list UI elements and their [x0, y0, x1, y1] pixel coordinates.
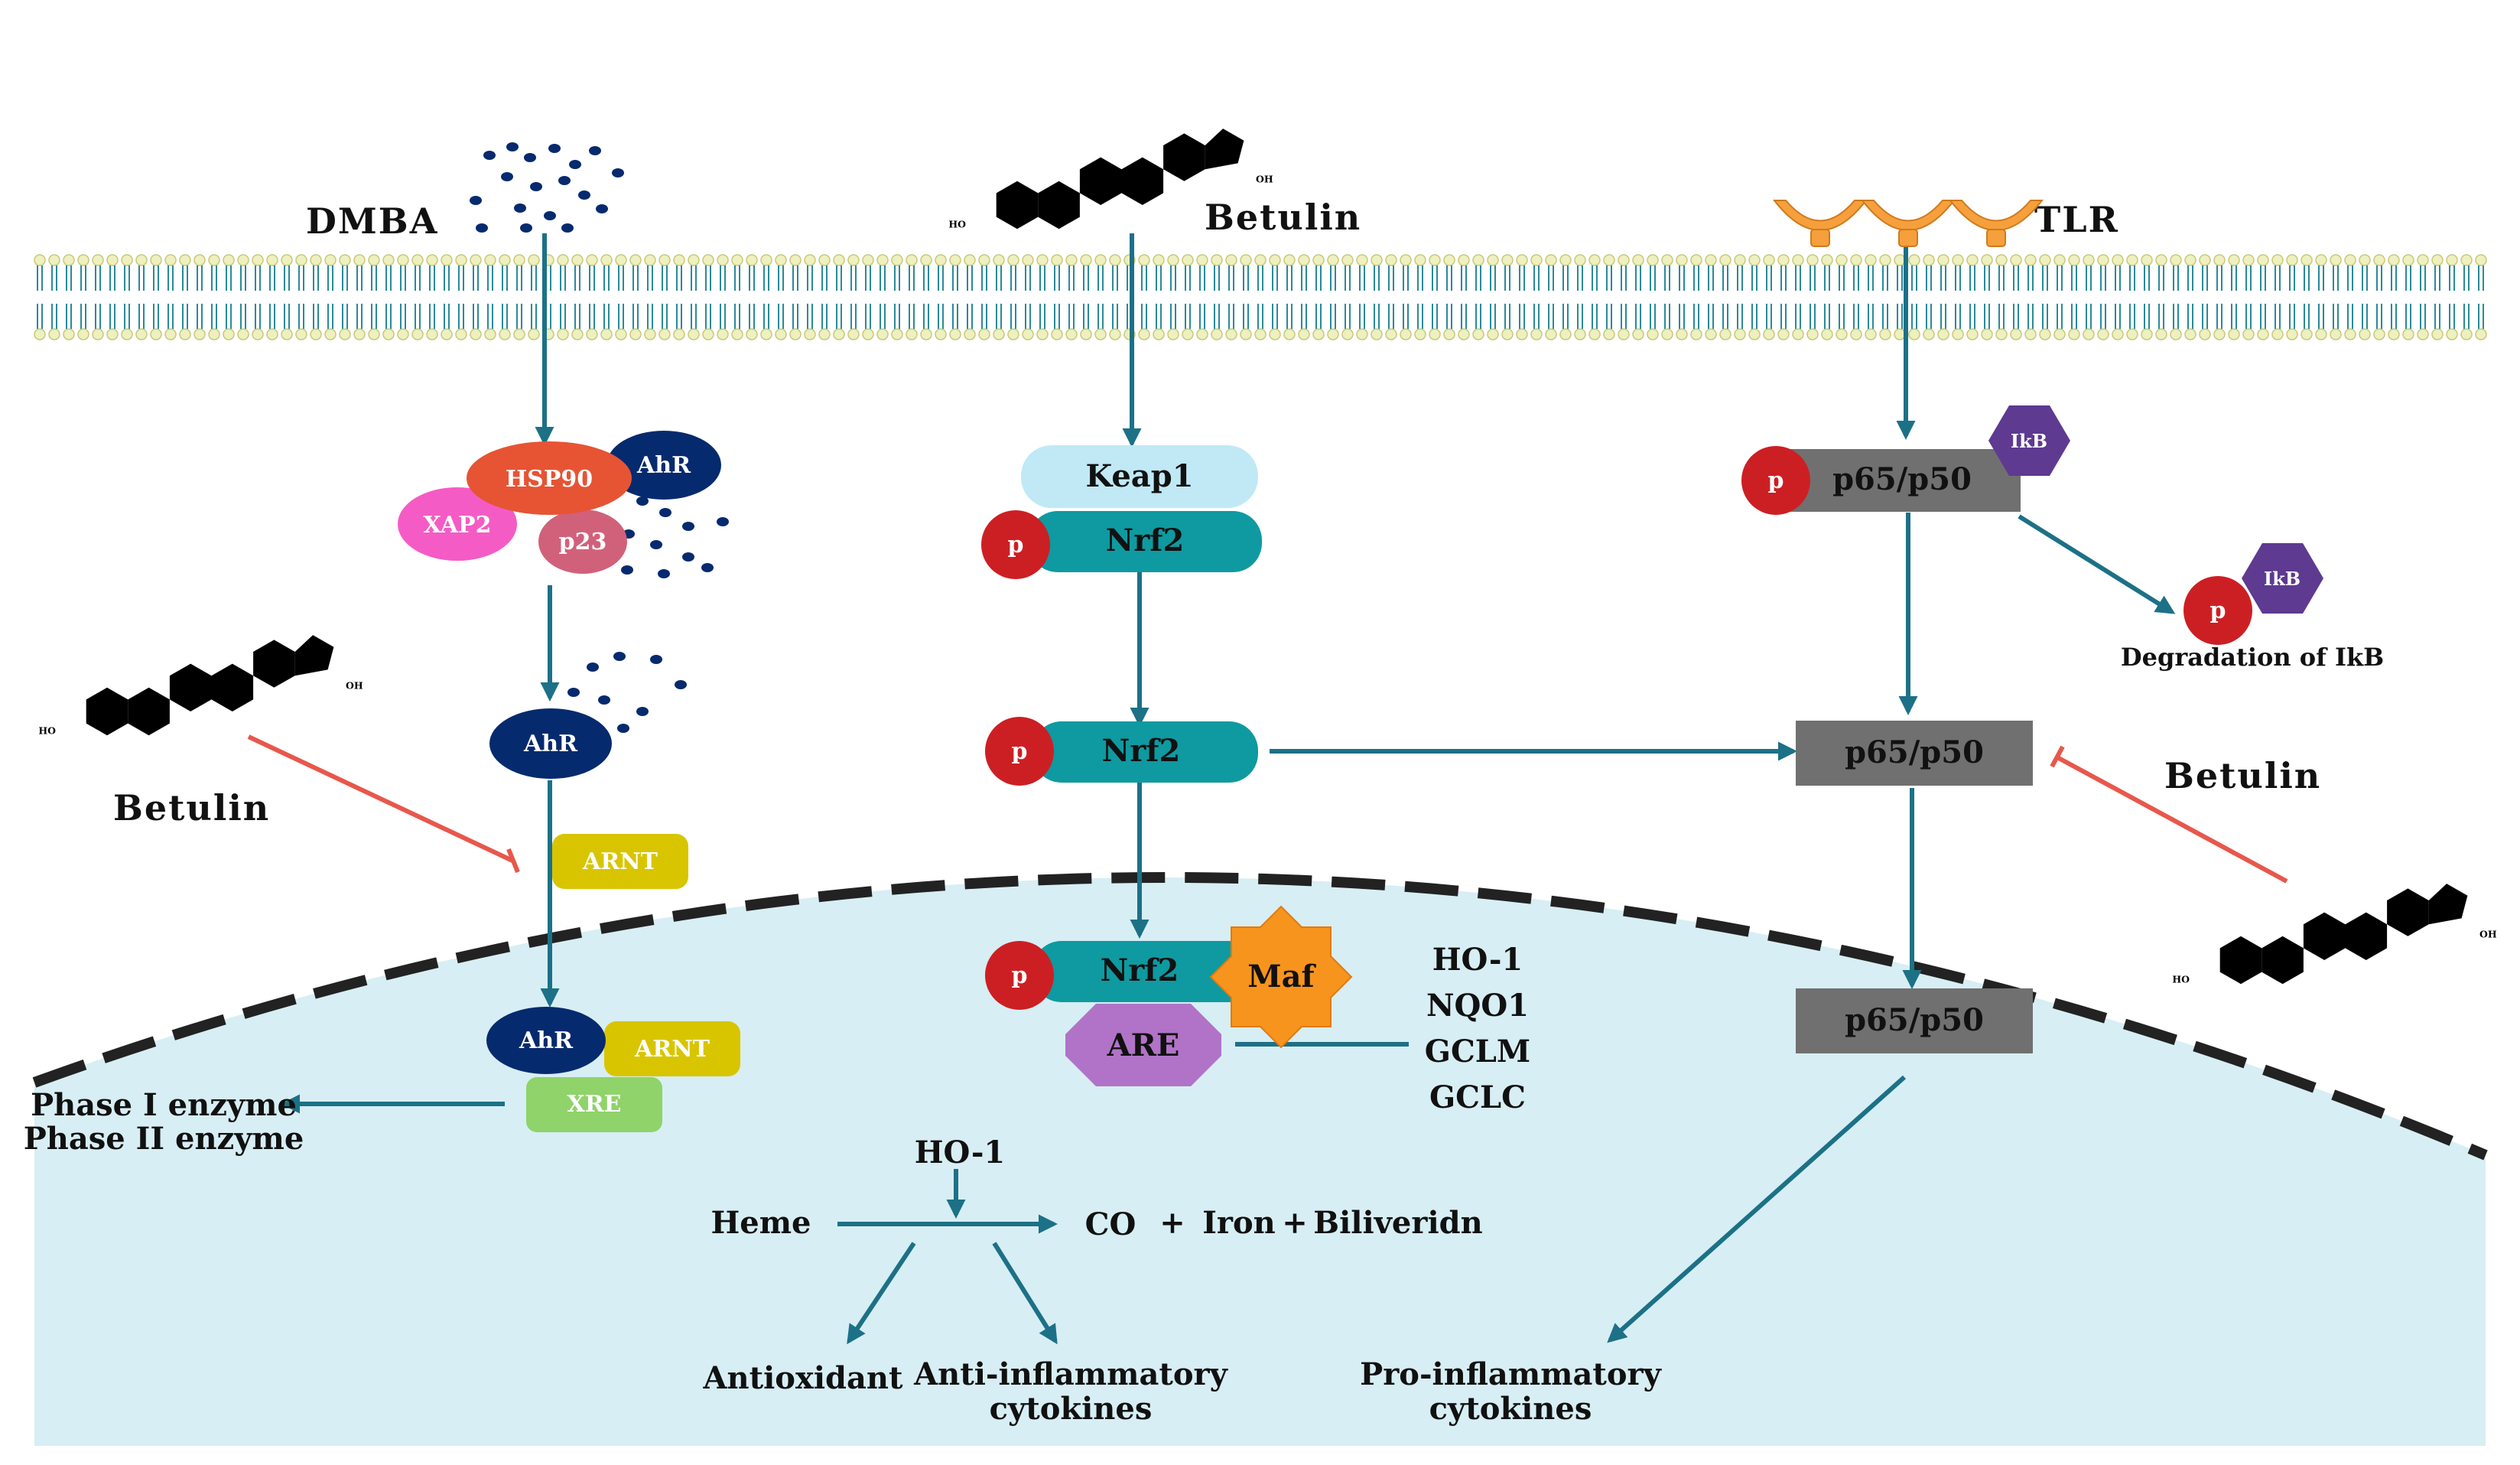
pro-inflammatory-label: Pro-inflammatory	[1360, 1356, 1663, 1392]
nrf2-bound	[1029, 511, 1262, 572]
gene-ho1: HO-1	[1432, 942, 1523, 978]
nrf2-free: Nrf2 p	[985, 717, 1258, 786]
svg-text:AhR: AhR	[636, 452, 691, 479]
gene-gclm: GCLM	[1425, 1034, 1530, 1069]
dmba-label: DMBA	[306, 200, 438, 242]
phospho-ikb	[2183, 576, 2252, 645]
arrow-to-pro-inflammatory	[1607, 1075, 1906, 1343]
svg-text:XRE: XRE	[567, 1091, 621, 1118]
gene-nqo1: NQO1	[1426, 988, 1529, 1024]
betulin-label-right: Betulin	[2164, 755, 2321, 796]
betulin-label-left: Betulin	[113, 787, 270, 829]
ikb-degradation: p IkB	[2183, 543, 2323, 645]
betulin-structure-right	[2172, 841, 2497, 1002]
keap1	[1021, 445, 1258, 508]
arrow-to-antioxidant	[847, 1242, 916, 1345]
p65p50-nuclear	[1796, 988, 2033, 1053]
co-label: CO	[1085, 1206, 1136, 1242]
ahr-complex: AhR XAP2 p23 HSP90	[398, 431, 721, 574]
svg-text:p: p	[1768, 467, 1784, 494]
svg-text:p: p	[1012, 962, 1028, 989]
antioxidant-label: Antioxidant	[703, 1360, 903, 1396]
svg-text:p: p	[1012, 738, 1028, 765]
svg-text:HSP90: HSP90	[506, 466, 593, 493]
anti-inflammatory-label: Anti-inflammatory	[913, 1356, 1228, 1392]
svg-text:Nrf2: Nrf2	[1102, 733, 1181, 769]
inhibit-betulin-p65p50	[2056, 755, 2288, 884]
heme-label: Heme	[710, 1205, 811, 1241]
gene-gclc: GCLC	[1429, 1079, 1526, 1115]
tlr-label: TLR	[2034, 199, 2119, 240]
xre	[526, 1077, 662, 1132]
nrf2-target-genes: HO-1 NQO1 GCLM GCLC	[1425, 942, 1530, 1115]
iron-label: Iron	[1202, 1205, 1276, 1241]
svg-text:Maf: Maf	[1247, 959, 1316, 995]
degradation-of-ikb-label: Degradation of IkB	[2121, 643, 2384, 672]
pro-inflammatory-cytokines-label: cytokines	[1429, 1391, 1592, 1427]
svg-text:Nrf2: Nrf2	[1106, 523, 1185, 558]
svg-text:ARE: ARE	[1107, 1027, 1180, 1063]
p65p50-free	[1796, 721, 2033, 786]
are	[1065, 1004, 1221, 1086]
inhibit-bar-arnt	[506, 848, 520, 874]
arnt-label: ARNT	[582, 848, 658, 875]
svg-text:XAP2: XAP2	[424, 512, 492, 539]
phospho-nrf2-nuclear	[985, 941, 1054, 1010]
tlr-receptors	[1772, 200, 2044, 247]
svg-text:IkB: IkB	[2264, 568, 2301, 590]
svg-text:AhR: AhR	[519, 1027, 574, 1054]
nuclear-envelope	[32, 871, 2488, 1161]
nrf2-nuclear	[1032, 941, 1262, 1002]
arrow-ikb-degradation	[2018, 514, 2176, 614]
svg-text:Nrf2: Nrf2	[1101, 952, 1179, 988]
svg-text:Keap1: Keap1	[1085, 458, 1193, 494]
inhibit-betulin-arnt	[247, 734, 514, 863]
ikb-free	[2242, 543, 2323, 614]
keap1-nrf2-complex: Keap1 Nrf2 p	[981, 445, 1262, 579]
phospho-nrf2-bound	[981, 510, 1050, 579]
plus-1: +	[1159, 1205, 1185, 1241]
ahr-bound	[606, 431, 721, 500]
phase2-enzyme-label: Phase II enzyme	[24, 1121, 304, 1157]
p65p50-free-label: p65/p50	[1845, 734, 1984, 770]
betulin-structure-left	[38, 592, 363, 754]
maf	[1209, 905, 1353, 1049]
svg-text:p23: p23	[559, 529, 607, 555]
dmba-particles-free	[567, 652, 687, 733]
ahr-arnt-xre-complex: XRE ARNT AhR	[486, 1007, 740, 1132]
arnt	[552, 834, 688, 889]
arrow-to-anti-inflammatory	[992, 1242, 1058, 1345]
svg-text:ARNT: ARNT	[634, 1036, 710, 1063]
ho1-enzyme-label: HO-1	[915, 1135, 1006, 1170]
svg-text:p: p	[1008, 532, 1024, 558]
anti-inflammatory-cytokines-label: cytokines	[990, 1391, 1153, 1427]
dmba-particles	[470, 142, 624, 233]
arrows	[247, 233, 2288, 1345]
ahr-nuclear	[486, 1007, 606, 1074]
arnt-nuclear	[604, 1021, 740, 1076]
phospho-nrf2-free	[985, 717, 1054, 786]
ikb-bound	[1988, 405, 2070, 476]
ahr-free-label: AhR	[523, 731, 578, 757]
svg-text:p: p	[2210, 597, 2226, 624]
nrf2-maf-are-complex: Nrf2 p Maf ARE	[985, 905, 1353, 1086]
phase1-enzyme-label: Phase I enzyme	[31, 1087, 297, 1123]
betulin-label-top: Betulin	[1205, 197, 1361, 238]
plus-2: +	[1282, 1205, 1308, 1241]
p23	[538, 509, 627, 574]
ahr-free	[489, 708, 612, 779]
phospho-p65p50	[1741, 446, 1810, 515]
hsp90	[467, 441, 632, 515]
dmba-particles-bound	[621, 496, 729, 578]
cell-membrane	[34, 254, 2487, 340]
svg-text:IkB: IkB	[2011, 430, 2047, 452]
biliverdin-label: Biliveridn	[1313, 1205, 1482, 1241]
inhibit-bar-p65p50	[2050, 745, 2065, 768]
p65p50-nuclear-label: p65/p50	[1845, 1002, 1984, 1038]
xap2	[398, 487, 517, 561]
svg-text:p65/p50: p65/p50	[1832, 461, 1972, 497]
p65p50-bound	[1784, 449, 2021, 512]
p65p50-ikb-complex: p65/p50 p IkB	[1741, 405, 2070, 515]
